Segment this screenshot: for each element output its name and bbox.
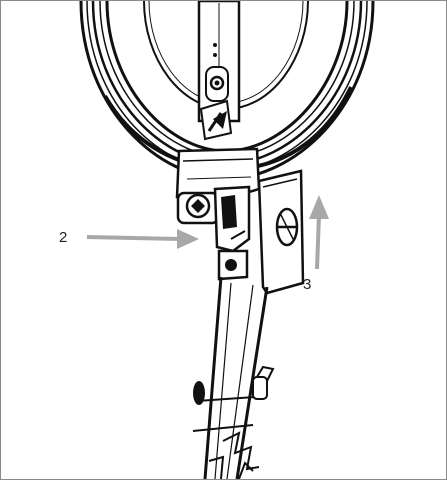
coil-spine [197,1,241,123]
callout-label-2: 2 [59,229,68,246]
mount-bolt-icon [176,191,220,225]
shaft-latch [213,185,251,281]
callout-label-3: 3 [303,276,312,293]
detector-shaft [192,276,275,479]
brand-logo-icon [199,99,233,141]
side-bracket [257,169,305,295]
callout-arrow-2 [86,229,199,249]
callout-arrow-3 [309,195,329,270]
